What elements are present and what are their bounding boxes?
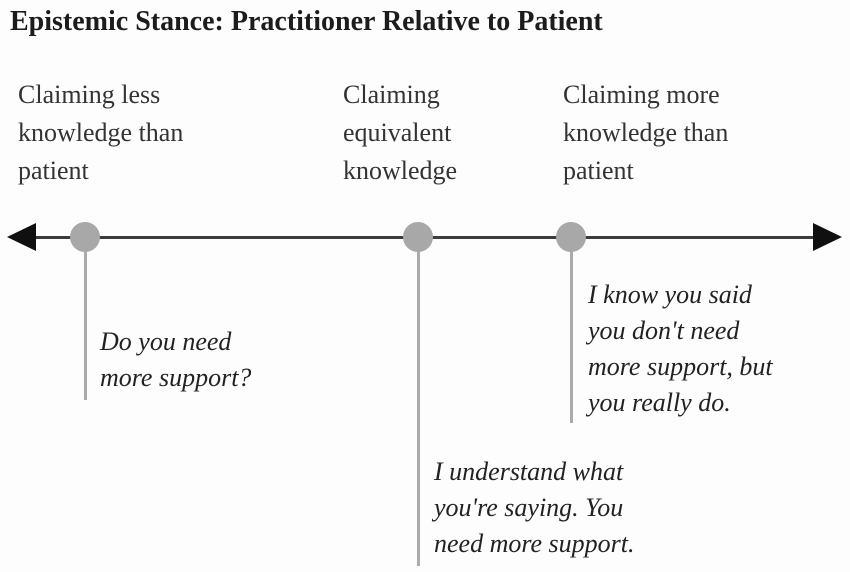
right-arrowhead-icon [813,223,842,251]
stem-line-claiming-more [570,251,573,423]
stance-label-claiming-less: Claiming less knowledge than patient [18,80,184,185]
axis-point-claiming-equivalent [403,222,433,252]
example-quote-claiming-less: Do you need more support? [100,327,252,392]
axis-point-claiming-more [556,222,586,252]
stem-line-claiming-less [84,251,87,400]
stance-label-claiming-equivalent: Claiming equivalent knowledge [343,80,458,185]
figure-title: Epistemic Stance: Practitioner Relative … [10,6,603,37]
left-arrowhead-icon [7,223,36,251]
stance-label-claiming-more: Claiming more knowledge than patient [563,80,729,185]
stem-line-claiming-equivalent [417,251,420,566]
axis-point-claiming-less [70,222,100,252]
example-quote-claiming-more: I know you said you don't need more supp… [588,280,773,417]
example-quote-claiming-equivalent: I understand what you're saying. You nee… [434,457,635,558]
